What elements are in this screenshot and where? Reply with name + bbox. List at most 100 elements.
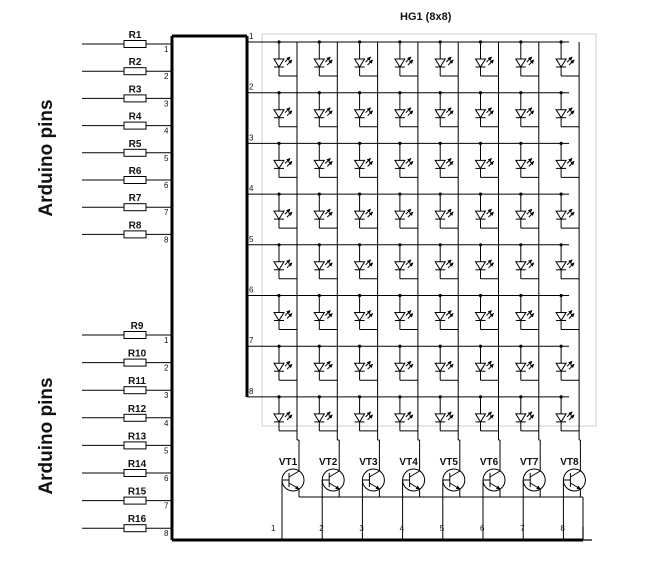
collector — [489, 470, 501, 478]
led-r2c5 — [434, 91, 459, 128]
diode-triangle — [313, 159, 326, 170]
light-arrow — [365, 56, 371, 63]
diode-triangle — [474, 312, 487, 322]
led-r8c6 — [474, 395, 499, 432]
transistor-label: VT2 — [319, 457, 338, 468]
junction-dot — [438, 40, 442, 44]
row-resistor-2: R22 — [82, 57, 172, 81]
led-r7c6 — [474, 344, 499, 381]
diode-triangle — [313, 210, 326, 221]
base-pin-number: 7 — [520, 524, 525, 533]
led-r3c1 — [273, 141, 297, 178]
diode-triangle — [434, 159, 447, 170]
pin-number: 6 — [164, 181, 169, 190]
diode-triangle — [514, 109, 527, 119]
diode-triangle — [514, 413, 527, 423]
junction-dot — [358, 192, 362, 196]
light-arrow — [488, 363, 494, 370]
junction-dot — [277, 141, 281, 145]
pin-number: 2 — [164, 364, 169, 373]
diode-triangle — [313, 109, 326, 119]
row-pin-number-7: 7 — [249, 336, 254, 345]
light-arrow — [324, 56, 331, 63]
light-arrow — [284, 310, 291, 316]
diode-triangle — [273, 159, 285, 170]
arduino-pins-label-bottom: Arduino pins — [36, 377, 57, 494]
led-r5c8 — [555, 243, 580, 280]
light-arrow — [407, 363, 414, 370]
light-arrow — [326, 161, 333, 167]
diode-triangle — [313, 312, 326, 322]
light-arrow — [566, 411, 573, 418]
resistor-body — [123, 331, 147, 339]
row-resistor-5: R55 — [82, 139, 172, 163]
light-arrow — [528, 110, 535, 117]
led-r3c5 — [434, 141, 459, 178]
led-r3c4 — [393, 141, 418, 178]
junction-dot — [277, 91, 281, 95]
light-arrow — [447, 211, 454, 218]
light-arrow — [445, 158, 452, 164]
light-arrow — [407, 414, 414, 421]
light-arrow — [566, 208, 573, 215]
pin-number: 7 — [164, 208, 169, 217]
transistor-label: VT6 — [480, 457, 499, 468]
resistor-body — [123, 203, 147, 212]
light-arrow — [407, 59, 414, 66]
junction-dot — [317, 91, 321, 95]
led-r5c6 — [474, 243, 499, 280]
led-r1c6 — [474, 40, 499, 77]
matrix-title: HG1 (8x8) — [400, 11, 452, 23]
light-arrow — [326, 211, 333, 218]
row-pin-number-1: 1 — [249, 32, 254, 41]
resistor-label: R9 — [131, 321, 144, 332]
light-arrow — [526, 158, 533, 164]
diode-triangle — [434, 261, 447, 271]
junction-dot — [519, 91, 523, 95]
led-r6c1 — [273, 293, 297, 330]
light-arrow — [486, 360, 492, 367]
light-arrow — [324, 259, 331, 266]
pin-number: 4 — [164, 127, 169, 136]
transistor-2: VT2 2 — [319, 439, 345, 540]
light-arrow — [405, 208, 412, 215]
base-pin-number: 2 — [319, 524, 324, 533]
diode-triangle — [273, 413, 285, 423]
resistor-label: R3 — [129, 84, 142, 95]
junction-dot — [478, 192, 483, 196]
light-arrow — [526, 56, 533, 63]
junction-dot — [438, 141, 442, 145]
diode-triangle — [474, 413, 487, 423]
resistor-body — [123, 413, 147, 422]
diode-triangle — [353, 261, 366, 271]
collector — [369, 470, 380, 478]
diode-triangle — [353, 312, 366, 322]
led-r3c2 — [313, 141, 338, 178]
resistor-body — [123, 469, 147, 477]
light-arrow — [407, 211, 414, 218]
junction-dot — [519, 293, 523, 298]
led-r4c5 — [434, 192, 459, 229]
transistor-label: VT3 — [359, 457, 378, 468]
junction-dot — [317, 141, 321, 145]
light-arrow — [365, 360, 371, 367]
junction-dot — [358, 344, 362, 348]
resistor-label: R13 — [128, 431, 147, 442]
junction-dot — [478, 141, 483, 145]
light-arrow — [528, 313, 535, 319]
light-arrow — [486, 158, 492, 164]
resistor-body — [123, 148, 147, 157]
light-arrow — [367, 414, 373, 421]
light-arrow — [405, 158, 412, 164]
light-arrow — [286, 313, 293, 319]
junction-dot — [559, 141, 563, 145]
light-arrow — [447, 262, 454, 269]
light-arrow — [526, 107, 533, 114]
resistor-body — [123, 441, 147, 450]
resistor-label: R8 — [129, 220, 142, 231]
diode-triangle — [555, 58, 568, 68]
